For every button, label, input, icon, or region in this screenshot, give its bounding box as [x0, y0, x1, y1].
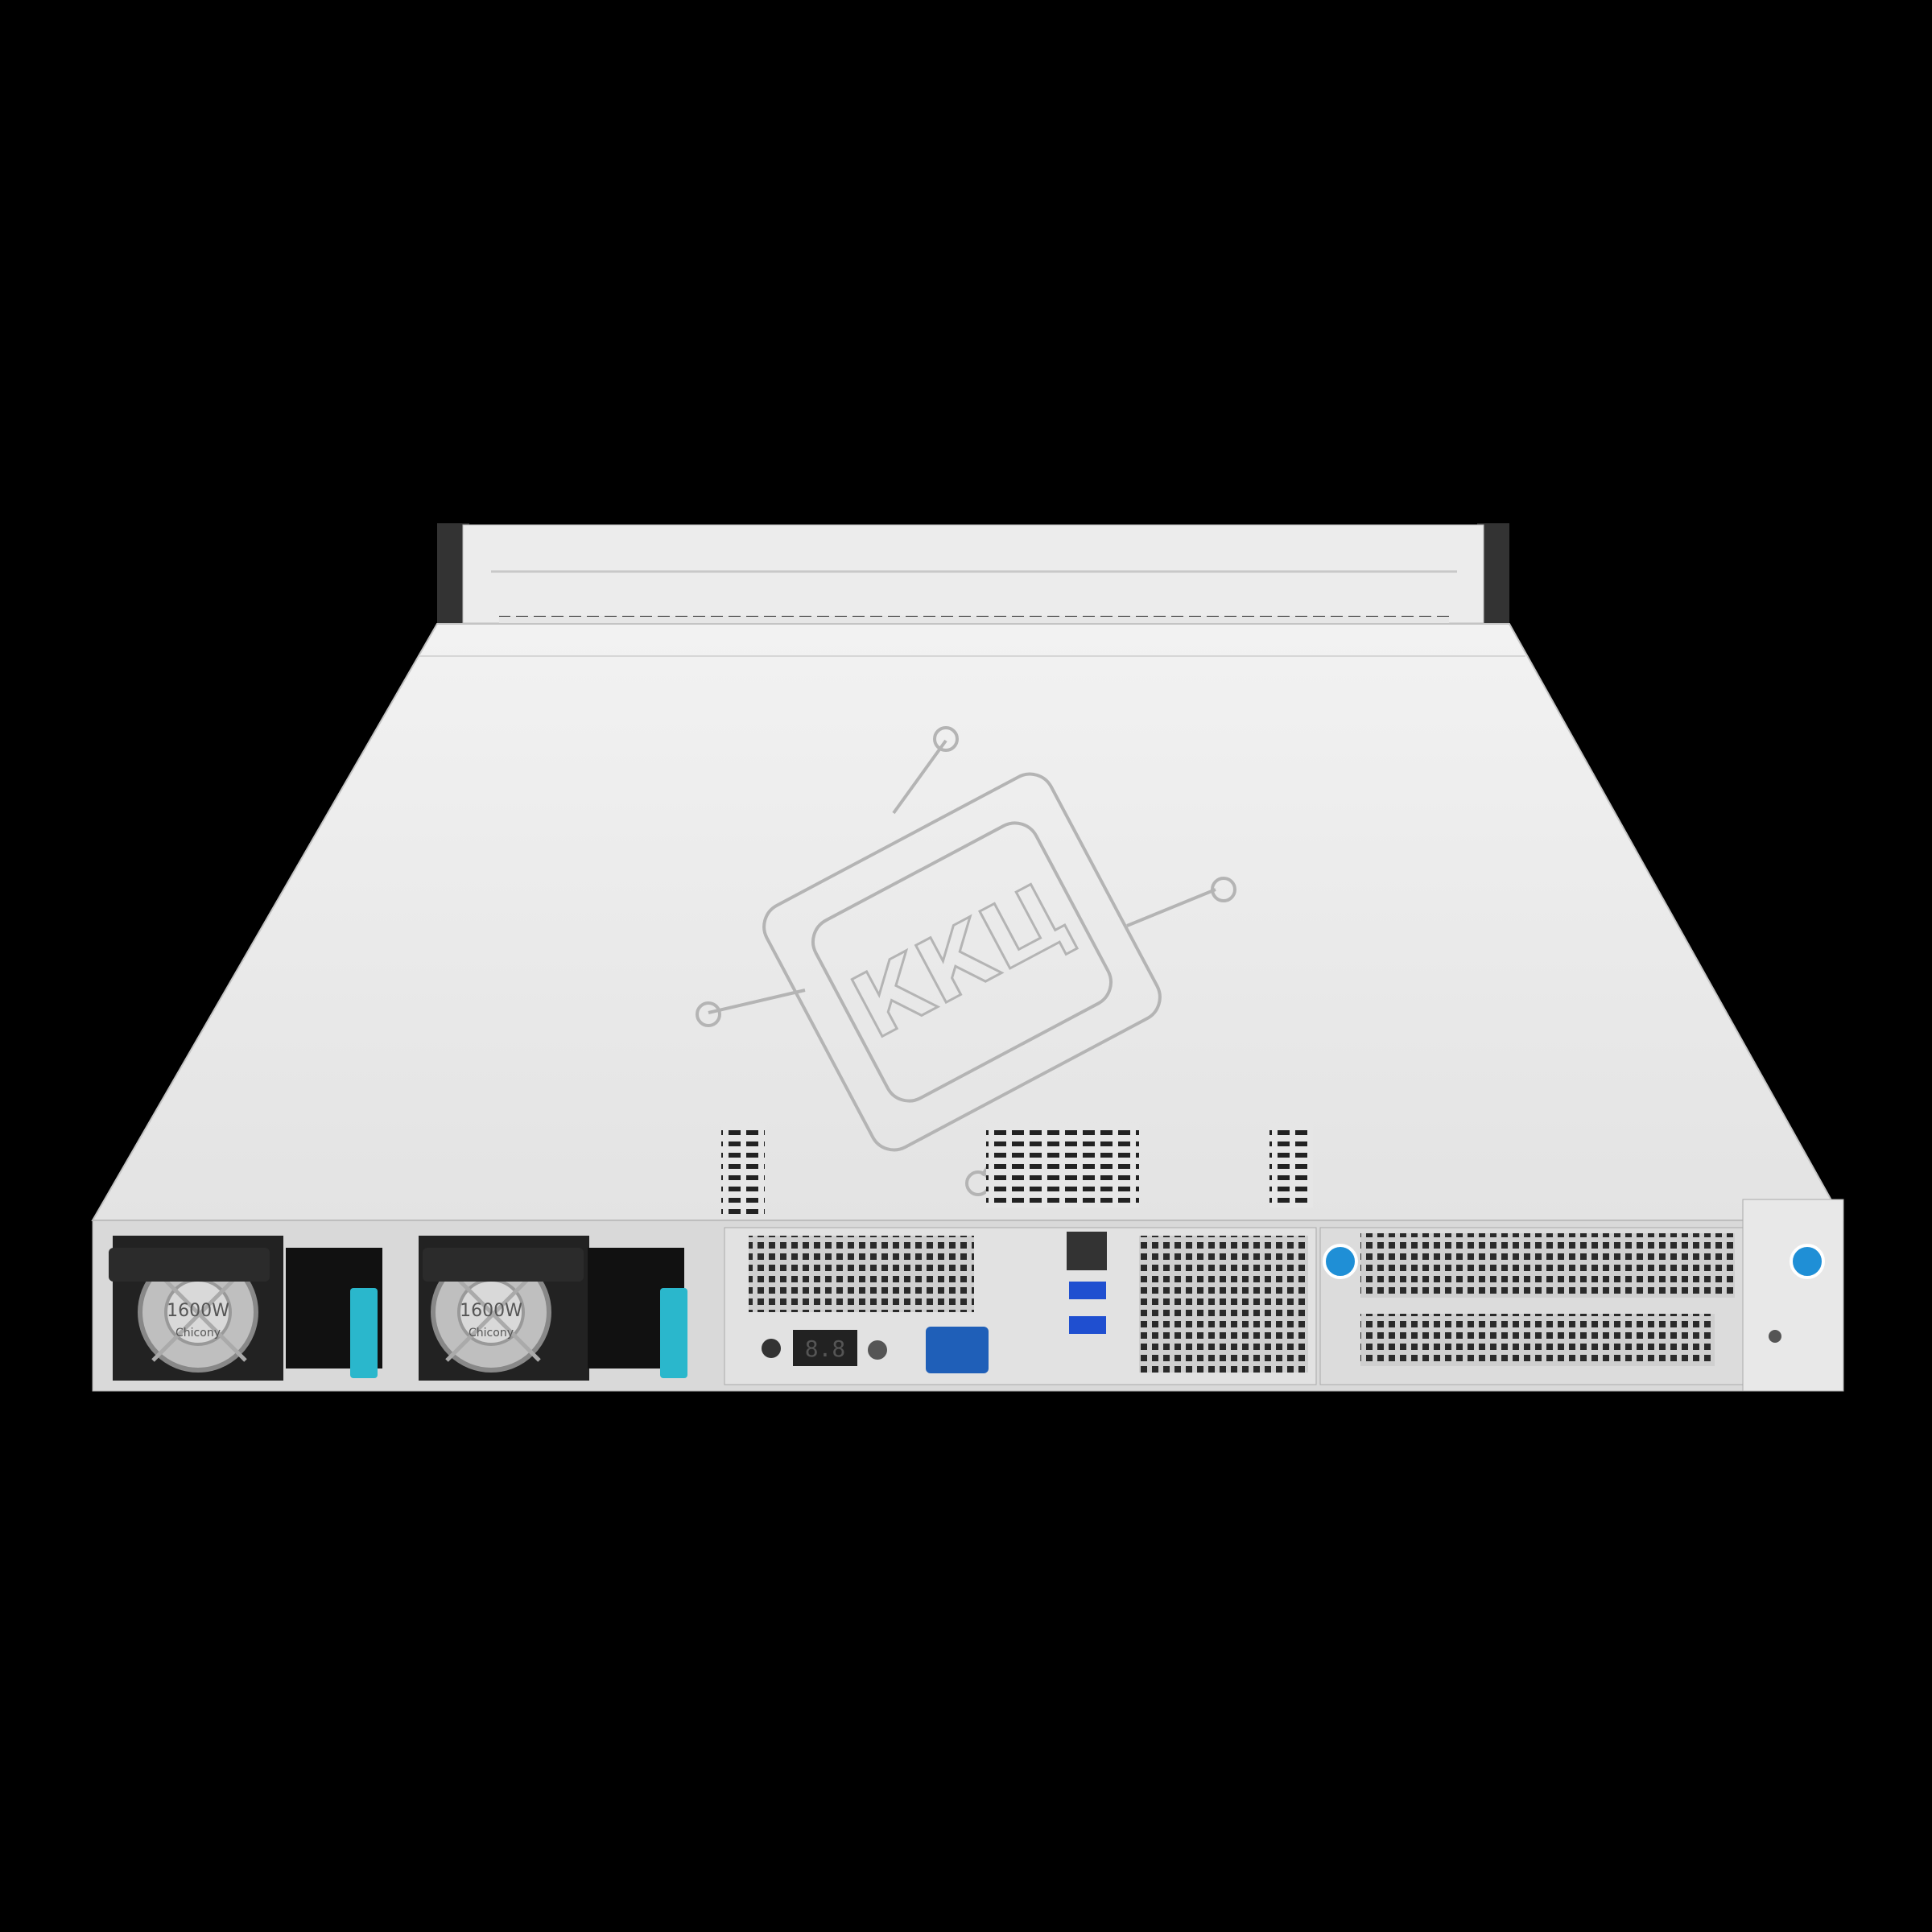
front-cover: [462, 524, 1484, 624]
rack-handle-right[interactable]: [1742, 1199, 1844, 1392]
usb-port-1[interactable]: [1069, 1282, 1106, 1299]
lid-vent-left: [721, 1124, 765, 1214]
lid-vent-center: [986, 1124, 1139, 1208]
psu-1[interactable]: 1600W Chicony: [109, 1236, 382, 1381]
power-button-icon[interactable]: [762, 1339, 781, 1358]
fan-guard-wire: [151, 1266, 247, 1362]
psu-handle[interactable]: [423, 1248, 584, 1282]
expansion-slot-bottom: [1360, 1314, 1715, 1366]
psu-2[interactable]: 1600W Chicony: [419, 1236, 687, 1381]
psu-release-latch[interactable]: [350, 1288, 378, 1378]
post-code-display: [793, 1330, 857, 1366]
psu-wattage: 1600W: [460, 1301, 522, 1321]
psu-brand: Chicony: [469, 1327, 514, 1340]
id-button-icon[interactable]: [868, 1340, 887, 1360]
fan-guard-wire: [445, 1266, 541, 1362]
psu-handle[interactable]: [109, 1248, 270, 1282]
thumbscrew-icon[interactable]: [1323, 1244, 1358, 1279]
io-vent: [1139, 1236, 1308, 1373]
psu-wattage: 1600W: [167, 1301, 229, 1321]
screw-hole: [1769, 1330, 1781, 1343]
usb-port-2[interactable]: [1069, 1316, 1106, 1334]
pcie-slot-cover: [749, 1236, 974, 1312]
thumbscrew-icon[interactable]: [1790, 1244, 1825, 1279]
lid-vent-right: [1269, 1124, 1313, 1208]
vga-port[interactable]: [926, 1327, 989, 1373]
post-code-text: 8.8: [805, 1335, 846, 1362]
psu-brand: Chicony: [175, 1327, 221, 1340]
expansion-slot-top: [1360, 1233, 1735, 1298]
ethernet-port[interactable]: [1067, 1232, 1107, 1270]
psu-release-latch[interactable]: [660, 1288, 687, 1378]
